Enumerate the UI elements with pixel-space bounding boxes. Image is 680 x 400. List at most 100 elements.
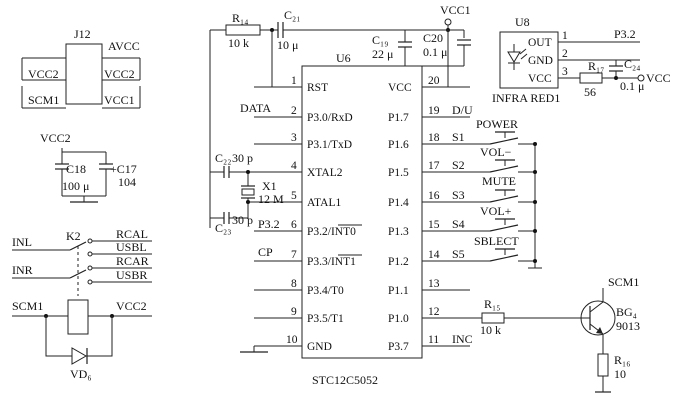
button-s1-power[interactable]: POWER: [470, 117, 537, 146]
k2-out-usbr: USBR: [116, 268, 147, 282]
vcc1-terminal: [444, 18, 452, 26]
c19-ref: C₁₉: [372, 33, 388, 47]
j12-left-vcc2: VCC2: [28, 67, 59, 81]
u6-pin-7-name: P3.3/INT1: [307, 256, 356, 268]
vcc2-bypass-label: VCC2: [40, 131, 71, 145]
crystal-network: C₂₂ 30 p C₂₃ 30 p X1 12 M: [210, 151, 302, 235]
u6-pin-20-name: VCC: [388, 82, 412, 94]
u6-pin-16-num: 16: [428, 190, 440, 202]
r14-resistor: [225, 24, 261, 36]
r14-ref: R₁₄: [232, 11, 248, 25]
button-s4-vol-plus[interactable]: VOL+: [470, 204, 537, 233]
u8-name: INFRA RED1: [492, 91, 560, 105]
u6-pin-20-num: 20: [428, 75, 440, 87]
r17-value: 56: [584, 85, 596, 99]
u6-pin-4-name: XTAL2: [307, 167, 343, 179]
j12-left-scm1: SCM1: [28, 93, 59, 107]
u6-pin-8-num: 8: [291, 278, 297, 290]
k2-ref: K2: [66, 229, 81, 243]
u6-pin-11-name: P3.7: [388, 341, 409, 353]
j12-body: [65, 43, 103, 105]
vd6-ref: VD₆: [70, 367, 92, 381]
j12-ref: J12: [74, 27, 91, 41]
u6-pin-1-num: 1: [291, 75, 297, 87]
c21-ref: C₂₁: [284, 8, 300, 22]
transistor-bg4: [580, 300, 616, 336]
r14-value: 10 k: [228, 36, 249, 50]
u8-pin-vcc: VCC: [528, 73, 552, 85]
button-s5-label: SBLECT: [474, 234, 519, 248]
c18-ref: C18: [66, 162, 86, 176]
u6-pin-17-num: 17: [428, 160, 440, 172]
net-label-cp: CP: [258, 245, 273, 259]
button-s1-label: POWER: [476, 117, 518, 131]
j12-connector: J12 AVCC VCC2 SCM1 VCC2 VCC1: [21, 27, 141, 109]
vcc1-label: VCC1: [440, 3, 471, 17]
c-ir-ref: C₂₄: [624, 57, 640, 71]
transistor-part: 9013: [616, 319, 640, 333]
u6-pin-1-name: RST: [307, 82, 328, 94]
u8-pin3-num: 3: [562, 66, 568, 78]
u6-pin-11-num: 11: [428, 334, 439, 346]
net-label-s4: S4: [452, 217, 465, 231]
k2-input-inl: INL: [12, 235, 32, 249]
r17-resistor: [579, 72, 603, 84]
button-bank: POWER VOL− MUTE VOL+: [470, 117, 542, 269]
c20-value: 0.1 μ: [423, 45, 447, 59]
u6-pin-19-name: P1.7: [388, 112, 409, 124]
u6-pin-12-num: 12: [428, 306, 440, 318]
u6-pin-5-name: ATAL1: [307, 197, 341, 209]
u6-pin-6-num: 6: [291, 219, 297, 231]
u8-pin1-num: 1: [562, 30, 568, 42]
u6-pin-9-name: P3.5/T1: [307, 313, 344, 325]
button-s2-vol-minus[interactable]: VOL−: [470, 145, 537, 174]
u8-pin2-num: 2: [562, 48, 568, 60]
u6-pin-7-num: 7: [291, 249, 297, 261]
u8-pin-out: OUT: [528, 37, 552, 49]
k2-out-rcal: RCAL: [116, 227, 148, 241]
net-label-s5: S5: [452, 247, 465, 261]
reset-network: R₁₄ 10 k C₂₁ 10 μ VCC1 C₁₉ 22 μ: [209, 3, 471, 228]
c17-value: 104: [118, 175, 136, 189]
button-s2-label: VOL−: [480, 145, 512, 159]
u6-ref: U6: [336, 51, 351, 65]
net-label-du: D/U: [452, 103, 473, 117]
net-label-inc: INC: [452, 332, 473, 346]
net-label-s2: S2: [452, 158, 465, 172]
u6-pin-15-num: 15: [428, 219, 440, 231]
net-label-data: DATA: [240, 101, 271, 115]
u6-pin-18-num: 18: [428, 132, 440, 144]
x1-crystal: [241, 188, 255, 196]
u6-mcu: U6 STC12C5052 1: [254, 51, 470, 387]
u6-pin-9-num: 9: [291, 306, 297, 318]
x1-ref: X1: [262, 179, 277, 193]
u6-pin-12-name: P1.0: [388, 313, 409, 325]
ir-diode-icon: [507, 51, 521, 63]
u6-pin-18-name: P1.6: [388, 139, 409, 151]
vd6-diode-icon: [71, 347, 88, 365]
c18-value: 100 μ: [62, 179, 89, 193]
u6-pin-2-num: 2: [291, 105, 297, 117]
transistor-ref: BG₄: [616, 305, 637, 319]
x1-value: 12 M: [258, 192, 284, 206]
u6-pin-2-name: P3.0/RxD: [307, 112, 353, 124]
r16-value: 10: [614, 367, 626, 381]
button-s3-mute[interactable]: MUTE: [470, 174, 537, 204]
u6-pin-13-num: 13: [428, 278, 440, 290]
c22-value: 30 p: [232, 151, 253, 165]
u6-pin-13-name: P1.1: [388, 285, 409, 297]
u6-pin-10-num: 10: [286, 334, 298, 346]
k2-relay: INL INR K2 RCAL USBL RCAR USBR SCM1 VCC2: [12, 227, 152, 381]
k2-out-rcar: RCAR: [116, 254, 149, 268]
u6-pin-19-num: 19: [428, 105, 440, 117]
u6-pin-15-name: P1.3: [388, 226, 409, 238]
button-s3-label: MUTE: [482, 174, 516, 188]
button-s5-select[interactable]: SBLECT: [470, 234, 537, 263]
u8-net-p32: P3.2: [614, 27, 636, 41]
u6-pin-6-name: P3.2/INT0: [307, 226, 356, 238]
u6-pin-17-name: P1.5: [388, 167, 409, 179]
k2-coil: [67, 299, 89, 335]
r16-ref: R₁₆: [614, 353, 630, 367]
